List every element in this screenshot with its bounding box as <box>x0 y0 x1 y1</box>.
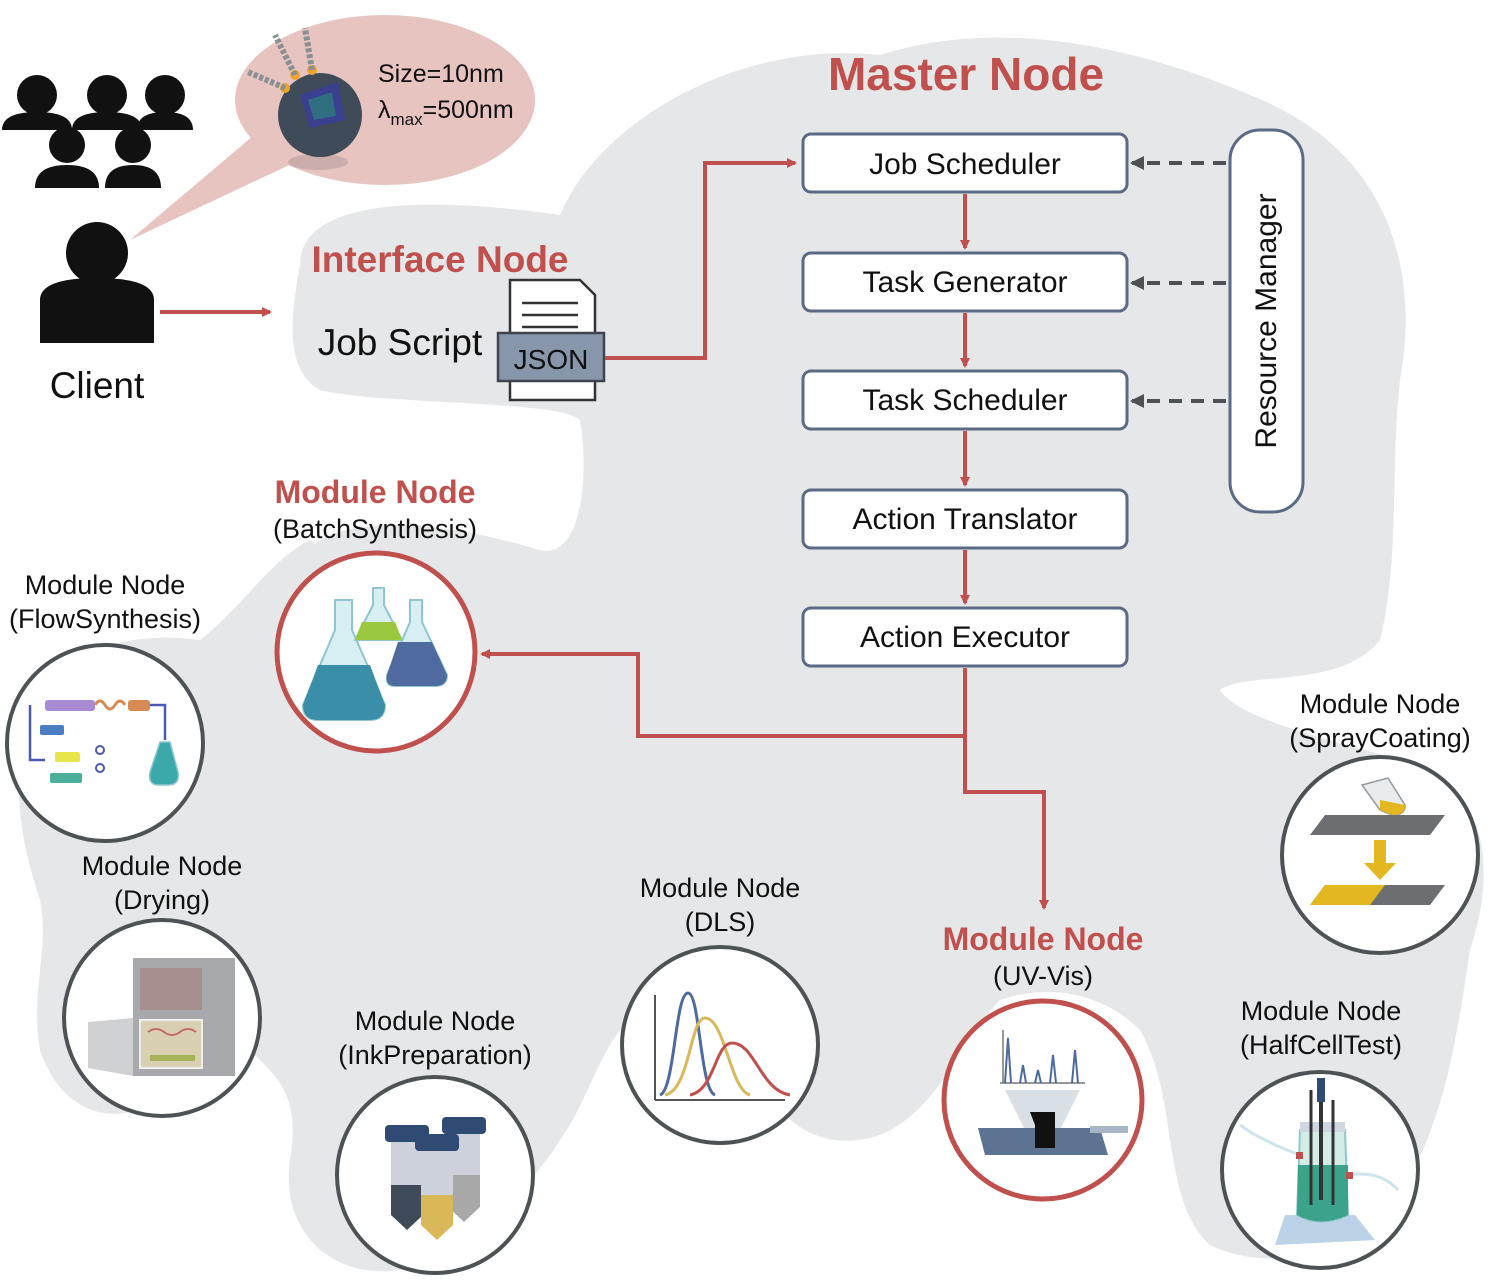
interface-node-title: Interface Node <box>311 239 568 280</box>
lambda-text: λmax=500nm <box>378 96 514 129</box>
resource-manager-arrows <box>1130 156 1226 408</box>
users-group-icon <box>2 75 193 188</box>
resource-manager-box: Resource Manager <box>1228 128 1305 514</box>
client-label: Client <box>50 365 145 406</box>
batch-module-sub: (BatchSynthesis) <box>273 514 477 544</box>
client-icon <box>40 222 154 343</box>
json-to-job-scheduler-arrow <box>605 158 797 360</box>
size-text: Size=10nm <box>378 60 504 88</box>
spray-coating-module <box>1280 755 1480 955</box>
spray-module-sub: (SprayCoating) <box>1289 723 1471 753</box>
nanoparticle-icon <box>246 27 362 157</box>
dls-module <box>620 945 820 1145</box>
nanoparticle-bubble: Size=10nm λmax=500nm <box>130 15 535 240</box>
flasks-icon <box>301 587 449 721</box>
action-translator-box: Action Translator <box>801 488 1129 550</box>
vials-icon <box>385 1117 486 1240</box>
halfcell-module-title: Module Node <box>1241 996 1402 1026</box>
drying-module-title: Module Node <box>82 851 243 881</box>
executor-to-batch-arrow <box>480 649 967 738</box>
task-generator-label: Task Generator <box>862 266 1067 299</box>
job-script-label: Job Script <box>318 322 483 363</box>
halfcell-test-module <box>1220 1070 1420 1270</box>
job-scheduler-box: Job Scheduler <box>801 132 1129 194</box>
flow-module-sub: (FlowSynthesis) <box>9 604 201 634</box>
uvvis-module <box>941 998 1145 1202</box>
flow-module-title: Module Node <box>25 570 186 600</box>
drying-module-sub: (Drying) <box>114 885 210 915</box>
dls-plot-icon <box>654 991 791 1101</box>
spray-coating-icon <box>1310 777 1445 905</box>
dls-module-title: Module Node <box>640 873 801 903</box>
batch-module-title: Module Node <box>275 474 476 510</box>
dls-module-sub: (DLS) <box>685 907 756 937</box>
batch-synthesis-module <box>274 550 478 754</box>
task-generator-box: Task Generator <box>801 251 1129 313</box>
task-scheduler-box: Task Scheduler <box>801 369 1129 431</box>
task-scheduler-label: Task Scheduler <box>862 384 1067 417</box>
json-badge <box>496 331 606 383</box>
resource-manager-label: Resource Manager <box>1250 193 1283 448</box>
master-node-title: Master Node <box>828 48 1104 100</box>
action-executor-box: Action Executor <box>801 606 1129 668</box>
oven-icon <box>88 958 235 1076</box>
drying-module <box>62 918 262 1118</box>
flow-synthesis-module <box>5 643 205 843</box>
job-scheduler-label: Job Scheduler <box>869 148 1061 181</box>
document-icon: JSON <box>496 278 606 402</box>
ink-preparation-module <box>335 1075 535 1275</box>
action-executor-label: Action Executor <box>860 621 1070 654</box>
spectrometer-icon <box>978 1030 1128 1155</box>
uvvis-module-title: Module Node <box>943 921 1144 957</box>
ink-module-sub: (InkPreparation) <box>338 1040 532 1070</box>
executor-to-uvvis-arrow <box>963 736 1049 910</box>
halfcell-module-sub: (HalfCellTest) <box>1240 1030 1402 1060</box>
json-label: JSON <box>514 344 589 375</box>
uvvis-module-sub: (UV-Vis) <box>993 961 1093 991</box>
action-translator-label: Action Translator <box>852 503 1077 536</box>
spray-module-title: Module Node <box>1300 689 1461 719</box>
ink-module-title: Module Node <box>355 1006 516 1036</box>
flow-reactor-icon <box>28 699 180 786</box>
electrochemical-cell-icon <box>1239 1078 1400 1245</box>
